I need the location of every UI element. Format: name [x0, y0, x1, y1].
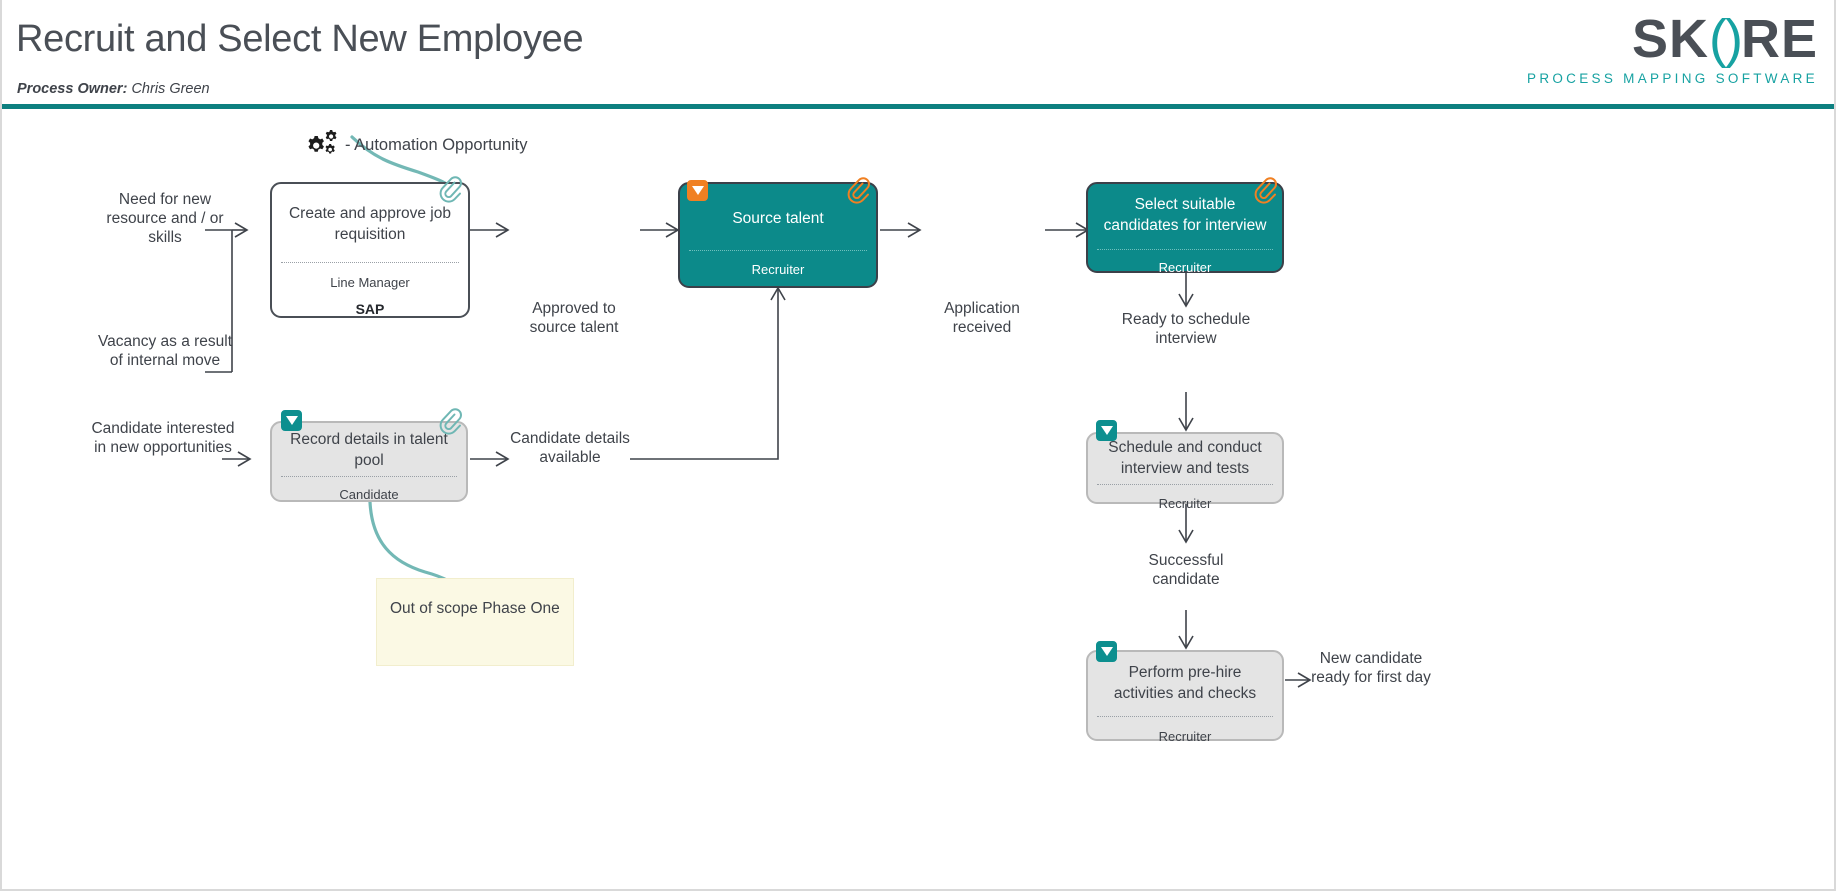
activity-source-talent[interactable]: Source talent Recruiter — [678, 182, 878, 288]
expand-badge-teal-perform-pre-hire[interactable] — [1096, 641, 1117, 662]
paperclip-icon[interactable] — [1252, 176, 1278, 204]
activity-role: Recruiter — [751, 262, 805, 277]
activity-perform-pre-hire-checks[interactable]: Perform pre-hire activities and checks R… — [1086, 650, 1284, 744]
legend-label: - Automation Opportunity — [345, 135, 528, 154]
logo-text-left: SK — [1632, 9, 1710, 69]
paperclip-icon[interactable] — [845, 176, 871, 204]
page-header: Recruit and Select New Employee Process … — [0, 0, 1836, 110]
activity-schedule-conduct-interview[interactable]: Schedule and conduct interview and tests… — [1086, 432, 1284, 511]
logo-wordmark: SK()RE — [1527, 12, 1818, 66]
chevron-down-icon — [691, 186, 704, 195]
logo-text-right: RE — [1740, 9, 1818, 69]
process-owner-label: Process Owner: — [17, 81, 128, 97]
chevron-down-icon — [1100, 426, 1113, 435]
legend-automation-opportunity: - Automation Opportunity — [305, 130, 528, 160]
sticky-note-text: Out of scope Phase One — [390, 600, 560, 617]
sticky-note-out-of-scope[interactable]: Out of scope Phase One — [376, 578, 574, 666]
flow-label-successful-candidate: Successful candidate — [1148, 552, 1224, 588]
process-diagram-canvas: - Automation Opportunity Need for new re… — [0, 110, 1836, 891]
activity-record-details-talent-pool[interactable]: Record details in talent pool Candidate — [270, 421, 468, 502]
flow-label-candidate-interested: Candidate interested in new opportunitie… — [91, 420, 235, 456]
expand-badge-teal-schedule-conduct[interactable] — [1096, 420, 1117, 441]
paperclip-icon[interactable] — [437, 175, 463, 203]
flow-label-vacancy-internal-move: Vacancy as a result of internal move — [97, 333, 233, 369]
logo-paren: () — [1709, 9, 1743, 69]
chevron-down-icon — [285, 416, 298, 425]
activity-role: Line Manager — [330, 275, 410, 290]
activity-title: Select suitable candidates for interview — [1103, 196, 1267, 234]
flow-label-candidate-details-available: Candidate details available — [510, 430, 630, 466]
flow-label-ready-to-schedule-interview: Ready to schedule interview — [1121, 311, 1251, 347]
activity-title: Create and approve job requisition — [288, 205, 451, 243]
activity-divider — [1097, 249, 1273, 250]
process-owner: Process Owner: Chris Green — [17, 81, 210, 97]
header-divider-rule — [2, 104, 1834, 109]
activity-title: Schedule and conduct interview and tests — [1108, 439, 1262, 477]
flow-label-approved-to-source-talent: Approved to source talent — [529, 300, 619, 336]
logo-tagline: PROCESS MAPPING SOFTWARE — [1527, 71, 1818, 86]
chevron-down-icon — [1100, 647, 1113, 656]
gears-icon — [305, 130, 341, 160]
activity-title: Source talent — [732, 209, 824, 227]
paperclip-icon[interactable] — [437, 407, 463, 435]
activity-system: SAP — [355, 301, 385, 317]
expand-badge-teal-record-details[interactable] — [281, 410, 302, 431]
skore-logo: SK()RE PROCESS MAPPING SOFTWARE — [1527, 12, 1818, 86]
activity-divider — [281, 476, 457, 477]
activity-role: Candidate — [339, 487, 399, 502]
activity-divider — [1097, 484, 1273, 485]
activity-select-suitable-candidates[interactable]: Select suitable candidates for interview… — [1086, 182, 1284, 275]
activity-title: Record details in talent pool — [290, 431, 448, 469]
activity-divider — [689, 250, 867, 251]
process-owner-name: Chris Green — [131, 81, 210, 97]
activity-role: Recruiter — [1158, 729, 1212, 744]
flow-label-application-received: Application received — [944, 300, 1020, 336]
page-title: Recruit and Select New Employee — [16, 18, 584, 60]
flow-label-need-for-new-resource: Need for new resource and / or skills — [106, 191, 224, 246]
expand-badge-orange-source-talent[interactable] — [687, 180, 708, 201]
flow-label-new-candidate-ready: New candidate ready for first day — [1311, 650, 1431, 686]
activity-title: Perform pre-hire activities and checks — [1113, 664, 1257, 702]
activity-divider — [281, 262, 459, 263]
activity-create-approve-job-requisition[interactable]: Create and approve job requisition Line … — [270, 182, 470, 318]
activity-role: Recruiter — [1158, 260, 1212, 275]
activity-divider — [1097, 716, 1273, 717]
activity-role: Recruiter — [1158, 496, 1212, 511]
